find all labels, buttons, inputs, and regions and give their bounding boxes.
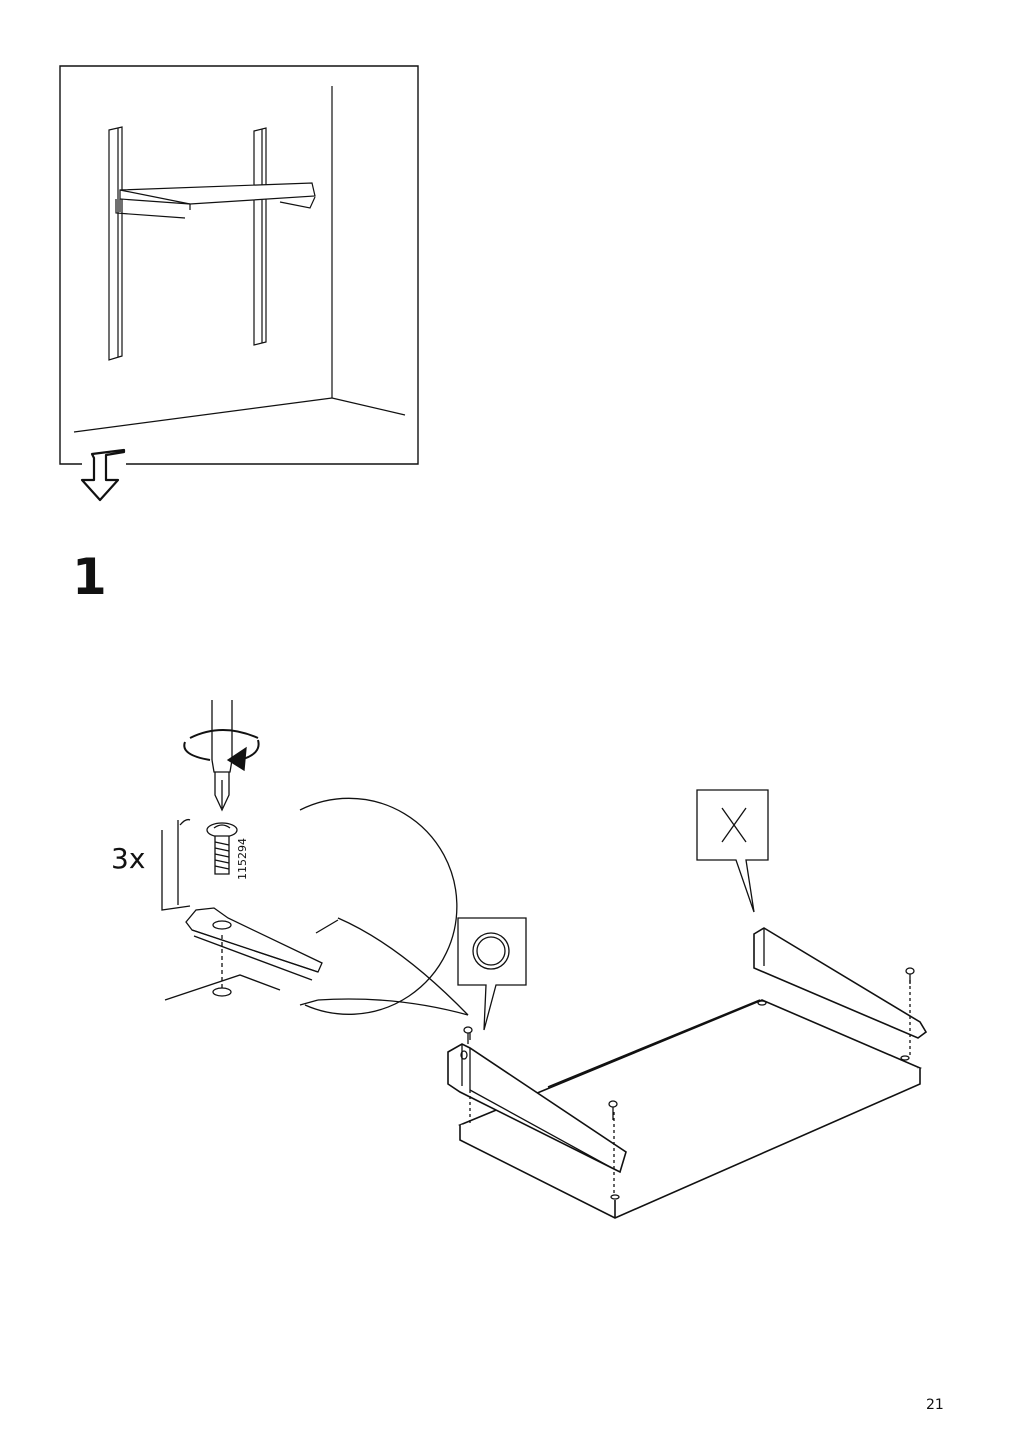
correct-side-circle-icon <box>458 918 526 1030</box>
bracket-back <box>754 928 926 1055</box>
step-illustration <box>100 680 960 1240</box>
step-number: 1 <box>72 548 107 606</box>
screwdriver-rotate-icon <box>184 700 258 810</box>
wall-shelf-overview-icon <box>60 66 418 464</box>
quantity-label: 3x <box>111 842 146 875</box>
page-number: 21 <box>926 1397 944 1413</box>
small-screws <box>464 968 914 1120</box>
part-number-label: 115294 <box>236 838 249 880</box>
screw-icon <box>207 823 237 874</box>
next-step-arrow-icon <box>82 450 126 500</box>
detail-callout <box>162 798 468 1015</box>
overview-panel <box>0 0 440 520</box>
wrong-side-x-icon <box>697 790 768 912</box>
